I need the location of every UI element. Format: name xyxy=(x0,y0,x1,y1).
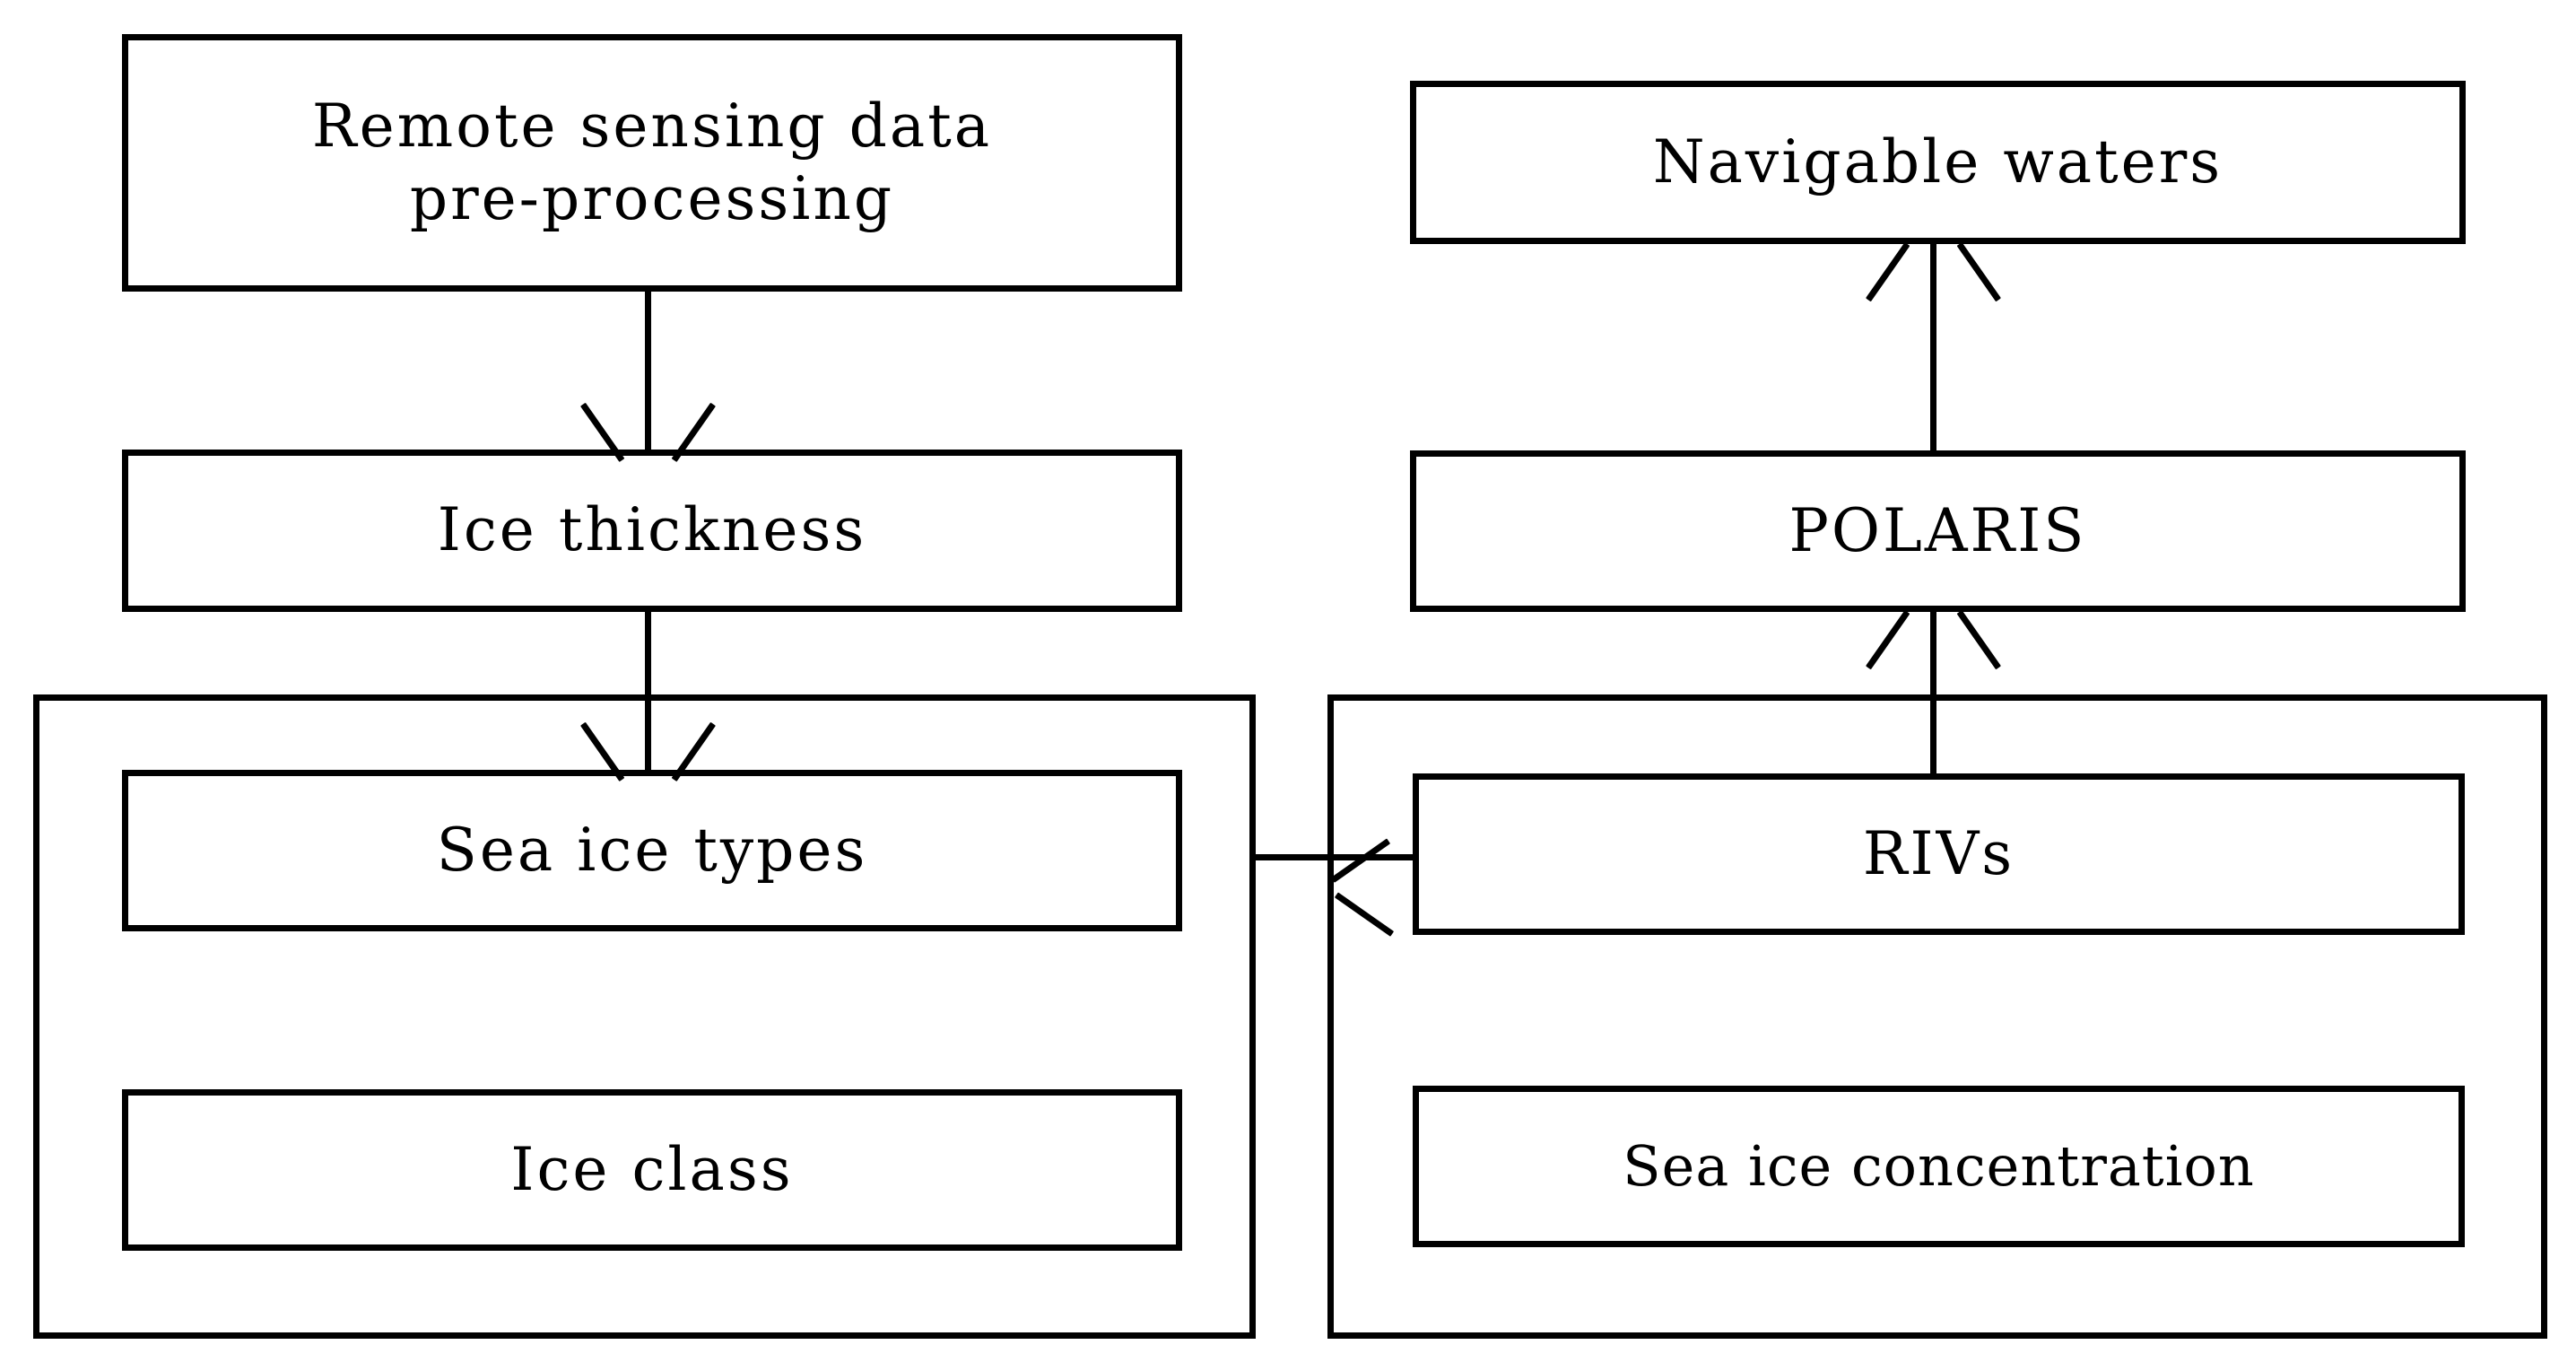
group-left-ice-properties xyxy=(33,694,1256,1339)
arrowhead-left-bar xyxy=(1866,609,1910,670)
edge-line-vertical xyxy=(1930,612,1936,775)
node-label-sea-ice-types: Sea ice types xyxy=(436,815,868,885)
node-label-ice-class: Ice class xyxy=(510,1134,794,1204)
node-label-navigable-waters: Navigable waters xyxy=(1652,127,2224,196)
node-sea-ice-concentration[interactable]: Sea ice concentration xyxy=(1413,1086,2465,1247)
arrowhead-left-bar xyxy=(1866,241,1910,302)
node-ice-class[interactable]: Ice class xyxy=(122,1089,1182,1251)
arrowhead-right-bar xyxy=(1956,609,2001,670)
arrowhead-right-bar xyxy=(1956,241,2001,302)
node-label-polaris: POLARIS xyxy=(1788,495,2087,565)
edge-line-vertical xyxy=(645,292,651,452)
node-ice-thickness[interactable]: Ice thickness xyxy=(122,450,1182,612)
node-label-rivs: RIVs xyxy=(1862,818,2015,888)
edge-line-horizontal xyxy=(1256,854,1417,860)
node-remote-sensing-data-pre-processing[interactable]: Remote sensing data pre-processing xyxy=(122,34,1182,292)
edge-line-vertical xyxy=(1930,244,1936,452)
node-label-ice-thickness: Ice thickness xyxy=(437,495,867,565)
node-rivs[interactable]: RIVs xyxy=(1413,773,2465,935)
edge-line-vertical xyxy=(645,612,651,773)
node-navigable-waters[interactable]: Navigable waters xyxy=(1410,81,2466,244)
node-label-remote-sensing: Remote sensing data pre-processing xyxy=(311,91,993,233)
node-sea-ice-types[interactable]: Sea ice types xyxy=(122,770,1182,931)
group-right-risk-inputs xyxy=(1327,694,2547,1339)
node-polaris[interactable]: POLARIS xyxy=(1410,450,2466,612)
node-label-sea-ice-concentration: Sea ice concentration xyxy=(1623,1133,2255,1200)
